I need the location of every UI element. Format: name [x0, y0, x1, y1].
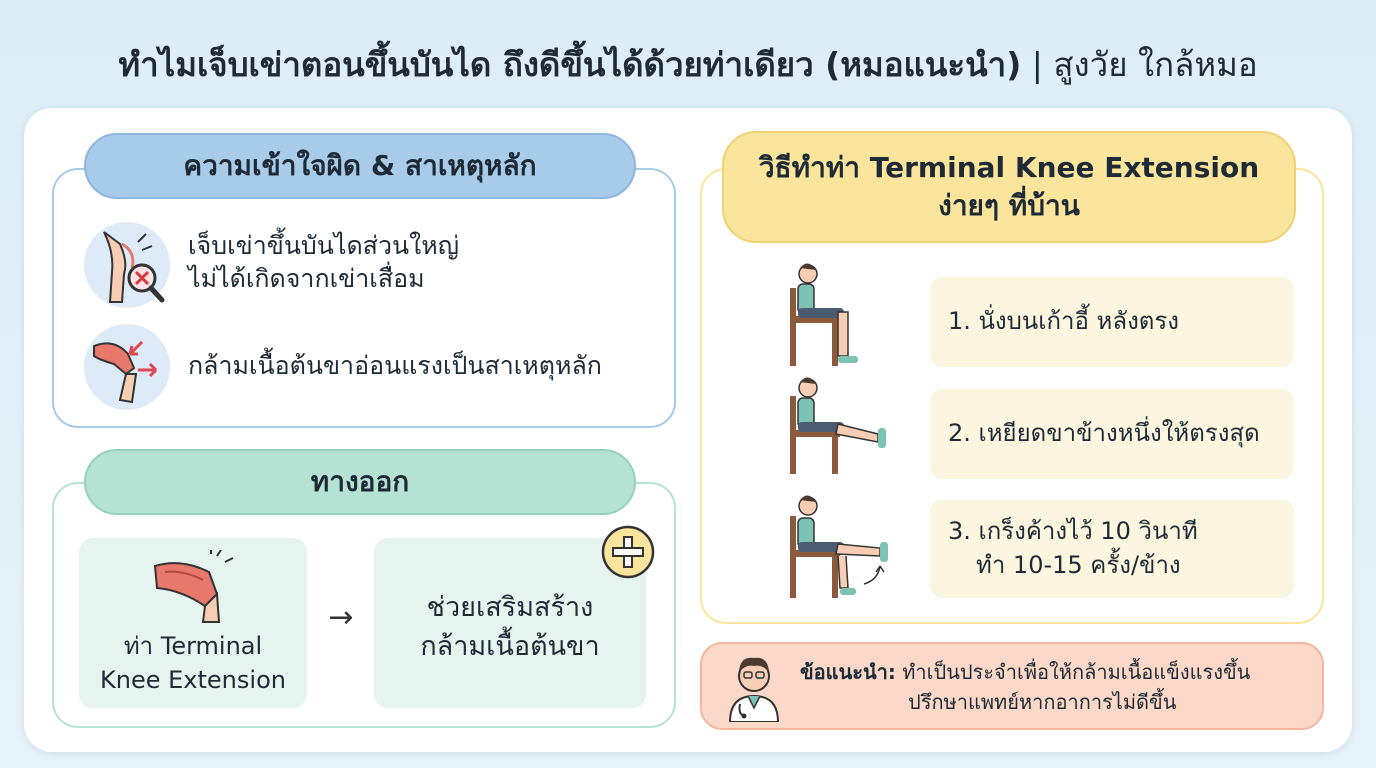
solution-right-line2: กล้ามเนื้อต้นขา	[420, 631, 600, 663]
solution-left-line2: Knee Extension	[100, 665, 286, 694]
thigh-muscle-icon-bg	[84, 324, 170, 410]
advice-box	[700, 642, 1324, 730]
solution-left-line1: ท่า Terminal	[123, 632, 263, 660]
solution-right-line1: ช่วยเสริมสร้าง	[426, 592, 594, 623]
solution-heading-text: ทางออก	[310, 465, 410, 499]
point1-line1: เจ็บเข่าขึ้นบันไดส่วนใหญ่	[188, 231, 460, 260]
advice-text: ข้อแนะนำ: ทำเป็นประจำเพื่อให้กล้ามเนื้อแ…	[800, 657, 1310, 717]
solution-left-text: ท่า Terminal Knee Extension	[79, 630, 307, 697]
step-1-text: 1. นั่งบนเก้าอี้ หลังตรง	[948, 307, 1179, 336]
misconception-heading: ความเข้าใจผิด & สาเหตุหลัก	[84, 133, 636, 199]
howto-heading: วิธีทำท่า Terminal Knee Extension ง่ายๆ …	[722, 131, 1296, 243]
step-3-line2: ทำ 10-15 ครั้ง/ข้าง	[976, 551, 1181, 579]
solution-exercise-tile: ท่า Terminal Knee Extension	[79, 538, 307, 708]
plus-icon	[601, 525, 655, 579]
misconception-point1: เจ็บเข่าขึ้นบันไดส่วนใหญ่ ไม่ได้เกิดจากเ…	[188, 230, 459, 295]
solution-benefit-tile: ช่วยเสริมสร้าง กล้ามเนื้อต้นขา	[374, 538, 646, 708]
advice-line1: ทำเป็นประจำเพื่อให้กล้ามเนื้อแข็งแรงขึ้น	[895, 660, 1251, 684]
step-2: 2. เหยียดขาข้างหนึ่งให้ตรงสุด	[930, 389, 1294, 479]
point1-line2: ไม่ได้เกิดจากเข่าเสื่อม	[188, 263, 425, 293]
solution-arrow: →	[328, 600, 354, 635]
chair-hold-icon	[790, 495, 888, 598]
step-2-text: 2. เหยียดขาข้างหนึ่งให้ตรงสุด	[948, 419, 1260, 448]
page-title: ทำไมเจ็บเข่าตอนขึ้นบันได ถึงดีขึ้นได้ด้ว…	[0, 38, 1376, 91]
chair-extend-icon	[790, 377, 886, 474]
advice-label: ข้อแนะนำ:	[800, 660, 896, 684]
title-separator: |	[1021, 45, 1054, 84]
chair-sit-icon	[790, 263, 858, 366]
step-3-line1: 3. เกร็งค้างไว้ 10 วินาที	[948, 517, 1198, 546]
advice-line2: ปรึกษาแพทย์หากอาการไม่ดีขึ้น	[908, 690, 1177, 714]
thigh-muscle-icon	[93, 340, 158, 404]
howto-heading-line2: ง่ายๆ ที่บ้าน	[938, 189, 1080, 222]
knee-muscle-icon	[153, 550, 234, 623]
howto-heading-line1: วิธีทำท่า Terminal Knee Extension	[758, 151, 1260, 185]
step-3: 3. เกร็งค้างไว้ 10 วินาที ทำ 10-15 ครั้ง…	[930, 500, 1294, 598]
solution-right-text: ช่วยเสริมสร้าง กล้ามเนื้อต้นขา	[374, 588, 646, 666]
knee-pain-icon-bg	[84, 222, 170, 308]
misconception-heading-text: ความเข้าใจผิด & สาเหตุหลัก	[183, 149, 537, 183]
step-1: 1. นั่งบนเก้าอี้ หลังตรง	[930, 277, 1294, 367]
misconception-point2: กล้ามเนื้อต้นขาอ่อนแรงเป็นสาเหตุหลัก	[188, 351, 602, 380]
title-subtitle: สูงวัย ใกล้หมอ	[1053, 45, 1258, 84]
doctor-icon	[728, 657, 780, 722]
knee-pain-icon	[103, 231, 165, 303]
title-main: ทำไมเจ็บเข่าตอนขึ้นบันได ถึงดีขึ้นได้ด้ว…	[118, 45, 1022, 84]
solution-heading: ทางออก	[84, 449, 636, 515]
